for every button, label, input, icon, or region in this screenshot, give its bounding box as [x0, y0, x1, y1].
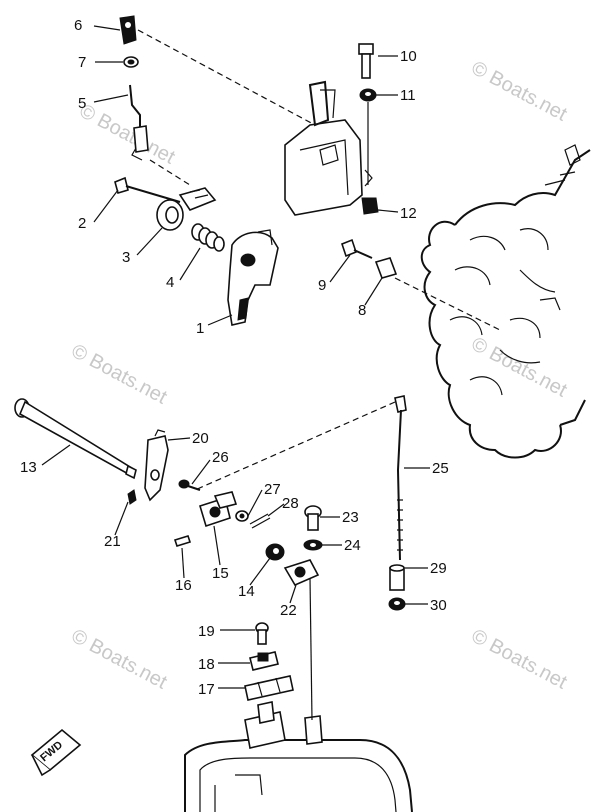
part-3-pulley [156, 187, 217, 231]
part-8-sleeve [374, 257, 398, 279]
label-part-3: 3 [122, 249, 130, 266]
label-part-6: 6 [74, 17, 82, 34]
label-part-15: 15 [212, 565, 229, 582]
label-part-13: 13 [20, 459, 37, 476]
assembly-line [149, 159, 191, 186]
label-part-21: 21 [104, 533, 121, 550]
part-10-bolt [358, 43, 374, 79]
watermark: © Boats.net [468, 625, 571, 694]
label-part-24: 24 [344, 537, 361, 554]
watermark: © Boats.net [76, 100, 179, 169]
part-21-pin [127, 489, 137, 505]
part-16-pin [173, 535, 192, 547]
watermark: © Boats.net [468, 57, 571, 126]
label-part-2: 2 [78, 215, 86, 232]
part-2-bolt [114, 176, 181, 203]
label-part-25: 25 [432, 460, 449, 477]
linkage-rod [364, 102, 373, 187]
label-part-1: 1 [196, 320, 204, 337]
label-part-28: 28 [282, 495, 299, 512]
bracket-top [284, 80, 363, 216]
part-26-bolt [178, 479, 201, 491]
label-part-4: 4 [166, 274, 174, 291]
label-part-7: 7 [78, 54, 86, 71]
part-6-connector [119, 15, 137, 45]
label-part-16: 16 [175, 577, 192, 594]
part-15-block [199, 491, 238, 528]
part-27-nut [235, 510, 249, 522]
label-part-23: 23 [342, 509, 359, 526]
part-29-sleeve [389, 564, 405, 591]
label-part-30: 30 [430, 597, 447, 614]
part-28-spring-pin [249, 513, 271, 529]
part-labels: 6 7 5 2 3 4 1 10 11 12 9 8 13 20 21 26 2… [20, 17, 449, 698]
part-14-collar [265, 543, 285, 561]
leader-lines [41, 25, 430, 689]
part-11-nut [359, 88, 377, 102]
part-7-washer [123, 56, 139, 68]
label-part-11: 11 [400, 87, 416, 104]
part-19-bolt [255, 622, 269, 645]
watermark: © Boats.net [68, 340, 171, 409]
part-1-throttle-arm [227, 229, 279, 326]
part-5-link-rod [129, 84, 149, 161]
watermark: © Boats.net [68, 625, 171, 694]
part-30-nut [388, 597, 406, 611]
engine-block [420, 144, 591, 459]
part-20-plate [144, 429, 169, 502]
assembly-line [394, 277, 501, 331]
label-part-18: 18 [198, 656, 215, 673]
part-13-shaft [14, 398, 137, 480]
part-18-clip [249, 651, 279, 671]
label-part-14: 14 [238, 583, 255, 600]
part-24-washer [303, 539, 323, 551]
label-part-20: 20 [192, 430, 209, 447]
label-part-9: 9 [318, 277, 326, 294]
label-part-27: 27 [264, 481, 281, 498]
label-part-12: 12 [400, 205, 417, 222]
label-part-8: 8 [358, 302, 366, 319]
part-17-plate [244, 675, 294, 701]
assembly-line [137, 29, 316, 126]
assembly-line [194, 401, 396, 491]
lower-cowling [184, 701, 413, 812]
label-part-22: 22 [280, 602, 297, 619]
part-4-spring [191, 223, 225, 252]
label-part-29: 29 [430, 560, 447, 577]
part-9-bolt [341, 238, 373, 259]
label-part-26: 26 [212, 449, 229, 466]
fwd-arrow-icon: FWD [30, 728, 82, 777]
label-part-19: 19 [198, 623, 215, 640]
part-23-bolt [304, 505, 322, 531]
part-25-rod [394, 395, 407, 561]
part-22-bracket [283, 559, 320, 721]
watermark: © Boats.net [468, 333, 571, 402]
label-part-17: 17 [198, 681, 215, 698]
part-12-cap [361, 197, 379, 215]
label-part-5: 5 [78, 95, 86, 112]
label-part-10: 10 [400, 48, 417, 65]
